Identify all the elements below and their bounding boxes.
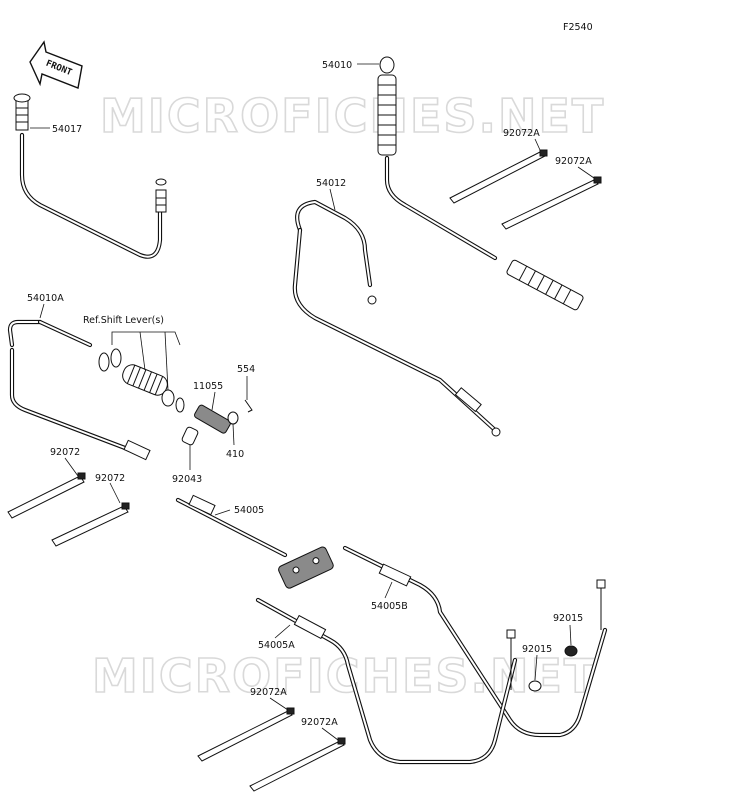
cable-54010 xyxy=(377,56,584,311)
label-11055[interactable]: 11055 xyxy=(193,381,223,392)
cable-tie-92072A-lower-2 xyxy=(249,737,346,792)
label-54012[interactable]: 54012 xyxy=(316,178,346,189)
nut-92015-right xyxy=(564,645,578,657)
cable-54005 xyxy=(175,494,334,589)
cable-54005B xyxy=(342,545,608,738)
cable-tie-92072A-lower-1 xyxy=(197,707,295,762)
nut-92015-left xyxy=(528,680,542,692)
cable-tie-92072-1 xyxy=(7,472,86,519)
figure-code: F2540 xyxy=(563,22,593,33)
watermark-top: MICROFICHES.NET xyxy=(100,89,605,143)
leader-lines xyxy=(30,63,595,741)
label-54005A[interactable]: 54005A xyxy=(258,640,295,651)
cable-54012 xyxy=(292,199,501,437)
cable-54017 xyxy=(13,93,167,259)
label-92015-2[interactable]: 92015 xyxy=(522,644,552,655)
label-54010A[interactable]: 54010A xyxy=(27,293,64,304)
label-554[interactable]: 554 xyxy=(237,364,255,375)
label-54010[interactable]: 54010 xyxy=(322,60,352,71)
part-labels: 54010 54017 92072A 92072A 54012 54010A R… xyxy=(27,60,592,728)
label-92043[interactable]: 92043 xyxy=(172,474,202,485)
cable-54005A xyxy=(255,597,518,765)
cable-tie-92072A-upper-2 xyxy=(501,176,602,230)
cable-54010A xyxy=(7,319,151,461)
label-ref-shift-lever: Ref.Shift Lever(s) xyxy=(83,315,164,326)
label-92072A-3[interactable]: 92072A xyxy=(250,687,287,698)
label-92072A-4[interactable]: 92072A xyxy=(301,717,338,728)
label-92015-1[interactable]: 92015 xyxy=(553,613,583,624)
label-54017[interactable]: 54017 xyxy=(52,124,82,135)
front-arrow-icon: FRONT xyxy=(29,40,83,89)
cable-tie-92072A-upper-1 xyxy=(449,149,548,204)
shift-lever-parts xyxy=(98,348,253,446)
label-92072-2[interactable]: 92072 xyxy=(95,473,125,484)
cable-tie-92072-2 xyxy=(51,502,130,547)
label-92072A-2[interactable]: 92072A xyxy=(555,156,592,167)
label-54005[interactable]: 54005 xyxy=(234,505,264,516)
label-54005B[interactable]: 54005B xyxy=(371,601,408,612)
label-92072-1[interactable]: 92072 xyxy=(50,447,80,458)
label-410[interactable]: 410 xyxy=(226,449,244,460)
label-92072A-1[interactable]: 92072A xyxy=(503,128,540,139)
